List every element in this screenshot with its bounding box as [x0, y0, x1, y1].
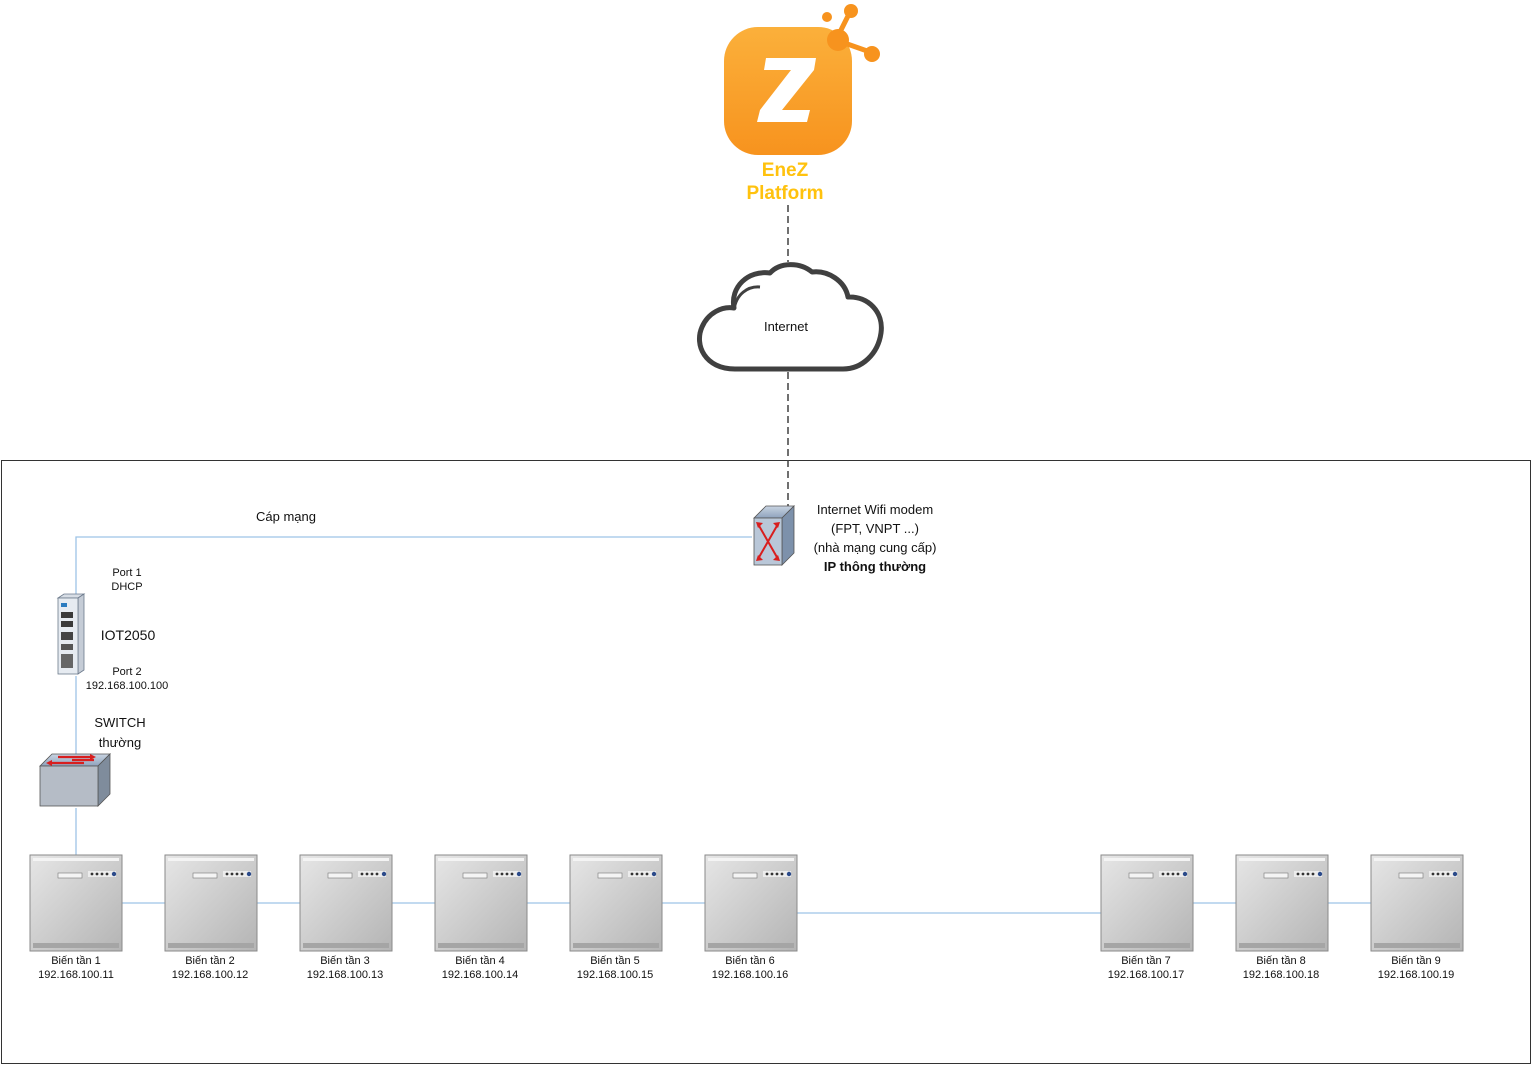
- site-boundary: [1, 460, 1531, 1064]
- inverter-3-name: Biến tần 3: [320, 955, 370, 967]
- inverter-9-ip: 192.168.100.19: [1377, 969, 1455, 981]
- inverter-4-ip: 192.168.100.14: [441, 969, 519, 981]
- switch-label-line2: thường: [98, 735, 142, 750]
- inverter-5-icon: [569, 854, 663, 952]
- modem-label-line2: (FPT, VNPT ...): [831, 521, 919, 536]
- inverter-4-icon: [434, 854, 528, 952]
- platform-name-line2: Platform: [746, 183, 824, 204]
- internet-label: Internet: [763, 319, 809, 334]
- iot2050-device-icon: [56, 593, 86, 675]
- link-modem-iot: [75, 536, 752, 598]
- enez-logo: [724, 4, 880, 155]
- inverter-1-label: Biến tần 1 192.168.100.11: [21, 954, 131, 982]
- inverter-9-name: Biến tần 9: [1391, 955, 1441, 967]
- inverter-6-ip: 192.168.100.16: [711, 969, 789, 981]
- inverter-8-name: Biến tần 8: [1256, 955, 1306, 967]
- inverter-1-icon: [29, 854, 123, 952]
- inverter-7-ip: 192.168.100.17: [1107, 969, 1185, 981]
- modem-label-line3: (nhà mạng cung cấp): [813, 540, 937, 555]
- inverter-5-label: Biến tần 5 192.168.100.15: [560, 954, 670, 982]
- cloud-highlight-icon: [732, 285, 761, 311]
- inverter-6-name: Biến tần 6: [725, 955, 775, 967]
- inverter-9-icon: [1370, 854, 1464, 952]
- iot-port1-label: Port 1 DHCP: [92, 566, 162, 594]
- inverter-6-icon: [704, 854, 798, 952]
- iot-port2-line2: 192.168.100.100: [85, 680, 169, 692]
- inverter-3-label: Biến tần 3 192.168.100.13: [290, 954, 400, 982]
- inverter-8-icon: [1235, 854, 1329, 952]
- switch-label: SWITCH thường: [80, 713, 160, 753]
- inverter-4-label: Biến tần 4 192.168.100.14: [425, 954, 535, 982]
- inverter-1-ip: 192.168.100.11: [38, 969, 114, 981]
- platform-name-line1: EneZ: [761, 160, 809, 181]
- inverter-4-name: Biến tần 4: [455, 955, 505, 967]
- modem-label: Internet Wifi modem (FPT, VNPT ...) (nhà…: [795, 500, 955, 576]
- inverter-2-label: Biến tần 2 192.168.100.12: [155, 954, 265, 982]
- inverter-3-icon: [299, 854, 393, 952]
- inverter-7-label: Biến tần 7 192.168.100.17: [1091, 954, 1201, 982]
- inverter-7-icon: [1100, 854, 1194, 952]
- inverter-6-label: Biến tần 6 192.168.100.16: [695, 954, 805, 982]
- iot-port2-line1: Port 2: [112, 666, 142, 678]
- modem-label-line4: IP thông thường: [823, 559, 927, 574]
- modem-router-icon: [753, 505, 795, 566]
- modem-label-line1: Internet Wifi modem: [816, 502, 934, 517]
- iot-port2-label: Port 2 192.168.100.100: [76, 665, 178, 693]
- inverter-2-icon: [164, 854, 258, 952]
- switch-icon: [39, 753, 111, 807]
- inverter-2-ip: 192.168.100.12: [171, 969, 249, 981]
- inverter-7-name: Biến tần 7: [1121, 955, 1171, 967]
- inverter-8-label: Biến tần 8 192.168.100.18: [1226, 954, 1336, 982]
- iot-port1-line1: Port 1: [112, 567, 142, 579]
- inverter-8-ip: 192.168.100.18: [1242, 969, 1320, 981]
- cable-label: Cáp mạng: [256, 509, 316, 524]
- inverter-9-label: Biến tần 9 192.168.100.19: [1361, 954, 1471, 982]
- iot-port1-line2: DHCP: [111, 581, 143, 593]
- platform-name: EneZ Platform: [720, 159, 850, 205]
- iot-name-label: IOT2050: [100, 627, 156, 643]
- inverter-5-ip: 192.168.100.15: [576, 969, 654, 981]
- inverter-2-name: Biến tần 2: [185, 955, 235, 967]
- switch-label-line1: SWITCH: [94, 715, 146, 730]
- inverter-5-name: Biến tần 5: [590, 955, 640, 967]
- inverter-1-name: Biến tần 1: [51, 955, 101, 967]
- inverter-3-ip: 192.168.100.13: [306, 969, 384, 981]
